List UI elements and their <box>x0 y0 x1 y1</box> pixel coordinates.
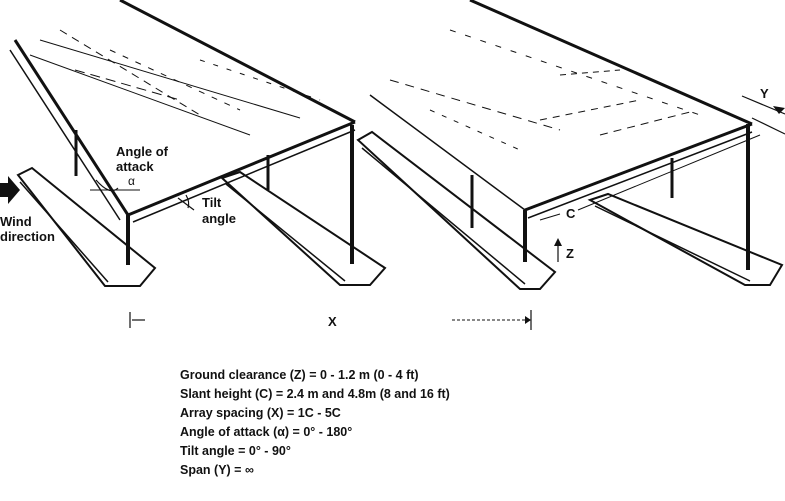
parameter-tilt-angle: Tilt angle = 0° - 90° <box>180 444 291 458</box>
left-ground-beam-front <box>16 166 157 287</box>
parameter-angle-of-attack: Angle of attack (α) = 0° - 180° <box>180 425 353 439</box>
wind-label-line1: Wind <box>0 214 32 229</box>
right-ground-beam-back <box>587 192 784 286</box>
slant-height-c-label: C <box>566 206 576 221</box>
right-array <box>356 0 785 290</box>
parameter-ground-clearance: Ground clearance (Z) = 0 - 1.2 m (0 - 4 … <box>180 368 419 382</box>
left-array <box>9 0 387 287</box>
parameter-slant-height: Slant height (C) = 2.4 m and 4.8m (8 and… <box>180 387 450 401</box>
parameter-list: Ground clearance (Z) = 0 - 1.2 m (0 - 4 … <box>180 366 600 480</box>
right-ground-beam-front <box>356 130 557 290</box>
parameter-span: Span (Y) = ∞ <box>180 463 254 477</box>
ground-clearance-z-label: Z <box>566 246 574 261</box>
parameter-array-spacing: Array spacing (X) = 1C - 5C <box>180 406 341 420</box>
alpha-symbol: α <box>128 174 135 188</box>
angle-of-attack-label-line2: attack <box>116 159 154 174</box>
wind-label-line2: direction <box>0 229 55 244</box>
left-ground-beam-middle <box>220 170 387 286</box>
x-dimension <box>129 310 532 330</box>
x-spacing-label: X <box>328 314 337 329</box>
wind-arrow-icon <box>0 176 20 204</box>
tilt-angle-label-line2: angle <box>202 211 236 226</box>
solar-array-diagram: Angle of attack α Wind direction Tilt an… <box>0 0 785 330</box>
tilt-angle-label-line1: Tilt <box>202 195 222 210</box>
angle-of-attack-label-line1: Angle of <box>116 144 169 159</box>
span-y-label: Y <box>760 86 769 101</box>
